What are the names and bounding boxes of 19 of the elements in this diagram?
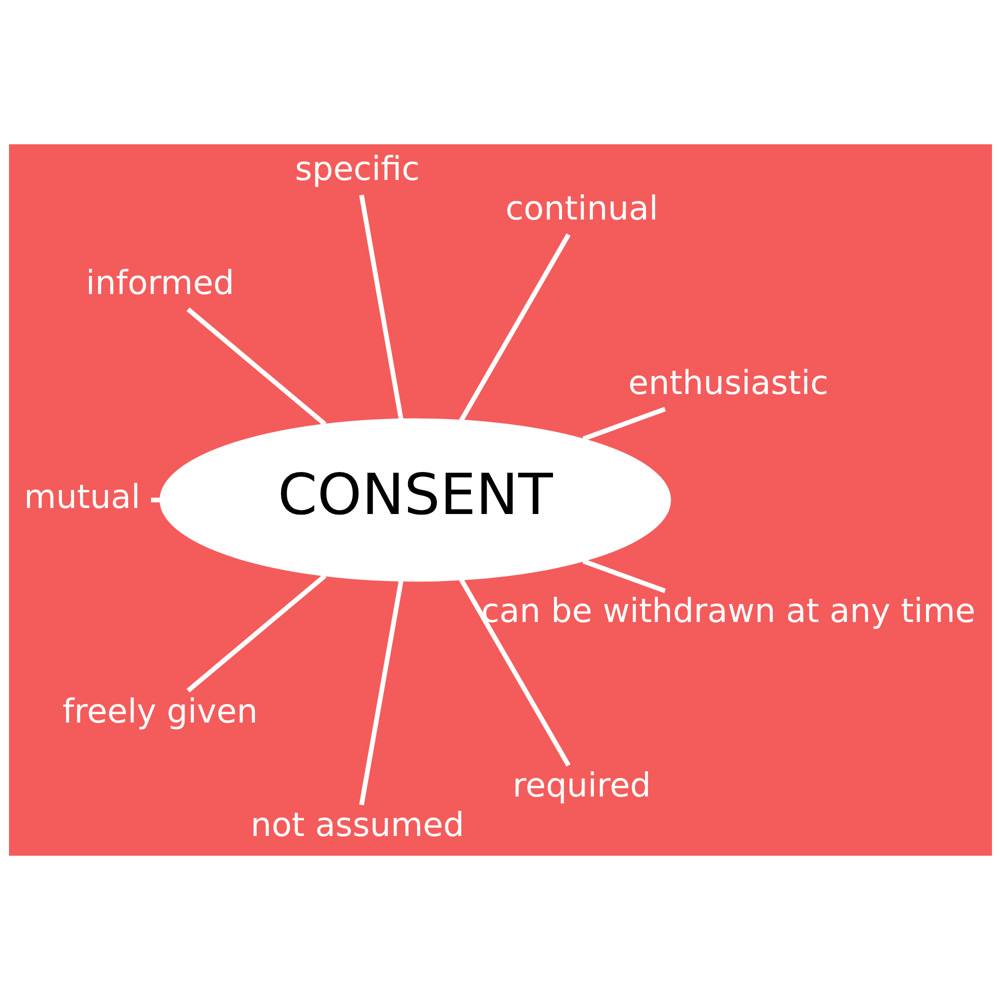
connector — [358, 580, 403, 806]
node-text: can be withdrawn at any time — [480, 591, 975, 630]
connector — [458, 233, 570, 422]
node-text: mutual — [23, 477, 140, 516]
node-text: freely given — [62, 691, 258, 730]
node-text: specific — [294, 149, 420, 188]
connector — [458, 578, 570, 767]
connector — [186, 574, 326, 692]
connector — [582, 558, 666, 594]
node-text: informed — [85, 262, 234, 302]
node-text: not assumed — [250, 805, 464, 844]
connector — [582, 406, 666, 442]
node-text: continual — [505, 188, 658, 228]
connector — [358, 194, 403, 420]
connector — [150, 498, 160, 502]
node-text: required — [512, 766, 651, 805]
node-text: enthusiastic — [628, 363, 828, 402]
node-ellipse: CONSENT — [159, 418, 670, 582]
connector — [186, 308, 326, 426]
